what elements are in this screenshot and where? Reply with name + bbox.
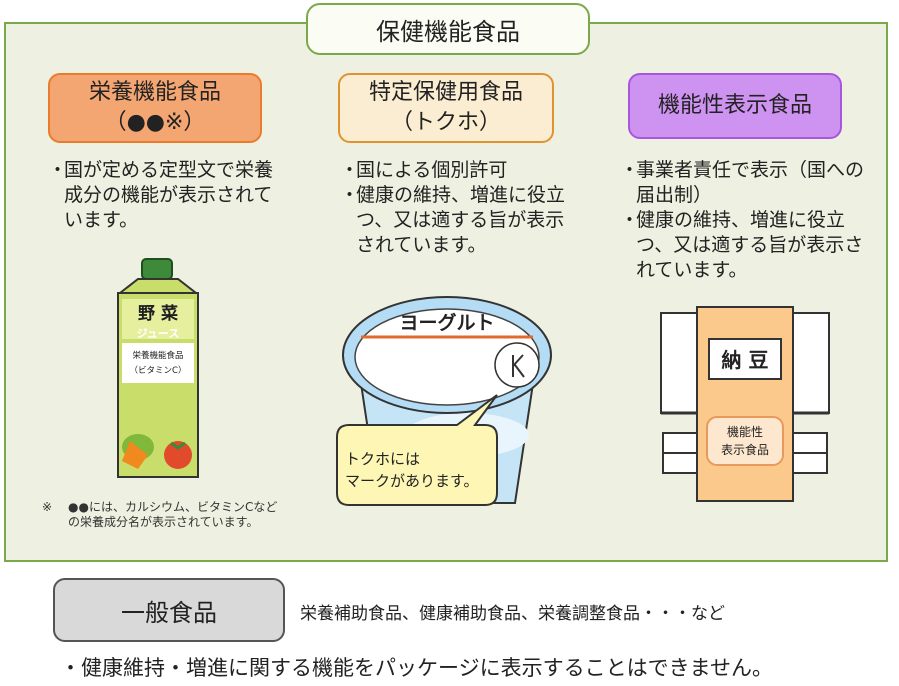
natto-pack-illustration: 納 豆 機能性 表示食品 — [660, 306, 830, 502]
carton-label-band — [122, 299, 194, 339]
carton-cap — [141, 258, 173, 280]
category-subtitle: （●●※） — [104, 110, 206, 135]
callout-line1: トクホには — [345, 450, 420, 468]
category-subtitle: （トクホ） — [390, 110, 501, 135]
footnote-mark: ※ — [42, 500, 53, 514]
description-bullet: 国が定める定型文で栄養成分の機能が表示されています。 — [48, 158, 288, 233]
footnote-text: ●●には、カルシウム、ビタミンCなどの栄養成分名が表示されています。 — [68, 500, 278, 529]
panel-title: 保健機能食品 — [306, 3, 590, 55]
badge-line2: 表示食品 — [721, 442, 769, 457]
description-bullet: 国による個別許可 — [340, 158, 580, 183]
description-bullet: 事業者責任で表示（国への届出制） — [620, 158, 870, 208]
category-nutrient-function-food: 栄養機能食品 （●●※） — [48, 73, 262, 143]
carton-info-line1: 栄養機能食品 — [132, 350, 183, 361]
pack-band — [696, 306, 794, 502]
callout-bubble — [336, 394, 498, 506]
cup-lid — [354, 308, 540, 406]
carton-subtitle: ジュース — [137, 327, 180, 340]
badge-line1: 機能性 — [727, 424, 763, 439]
carton-info-panel — [122, 343, 194, 383]
vegetable-juice-carton-illustration: 野 菜 ジュース 栄養機能食品 （ビタミンC） — [117, 258, 199, 478]
yogurt-label: ヨーグルト — [399, 311, 494, 334]
carton-top — [117, 278, 199, 294]
natto-label: 納 豆 — [722, 348, 769, 372]
general-food-box: 一般食品 — [53, 578, 285, 642]
general-food-examples: 栄養補助食品、健康補助食品、栄養調整食品・・・など — [300, 604, 725, 624]
description-bullet: 健康の維持、増進に役立つ、又は適する旨が表示されています。 — [620, 208, 870, 283]
general-food-label: 一般食品 — [121, 598, 217, 627]
carrot-icon — [122, 441, 148, 469]
tomato-stem-icon — [170, 441, 186, 450]
natto-label-box — [708, 338, 782, 380]
general-food-note: ・健康維持・増進に関する機能をパッケージに表示することはできません。 — [60, 656, 773, 680]
function-claim-badge — [706, 416, 784, 466]
category-name: 特定保健用食品 — [368, 80, 523, 105]
category-foshu: 特定保健用食品 （トクホ） — [338, 73, 554, 143]
category-name: 栄養機能食品 — [88, 80, 221, 105]
category-name: 機能性表示食品 — [657, 93, 812, 118]
category-description: 事業者責任で表示（国への届出制） 健康の維持、増進に役立つ、又は適する旨が表示さ… — [620, 158, 870, 283]
callout-line2: マークがあります。 — [345, 472, 479, 490]
carton-title: 野 菜 — [138, 304, 179, 324]
yogurt-cup-illustration: ヨーグルト トクホには マークがあります。 — [336, 296, 552, 506]
carton-info-line2: （ビタミンC） — [130, 365, 187, 376]
category-description: 国が定める定型文で栄養成分の機能が表示されています。 — [48, 158, 288, 233]
category-function-claim-food: 機能性表示食品 — [628, 73, 842, 139]
category-description: 国による個別許可 健康の維持、増進に役立つ、又は適する旨が表示されています。 — [340, 158, 580, 258]
tokuho-mark-figure-icon — [512, 354, 525, 378]
tokuho-mark-icon — [494, 342, 540, 388]
tomato-icon — [164, 441, 192, 469]
description-bullet: 健康の維持、増進に役立つ、又は適する旨が表示されています。 — [340, 183, 580, 258]
